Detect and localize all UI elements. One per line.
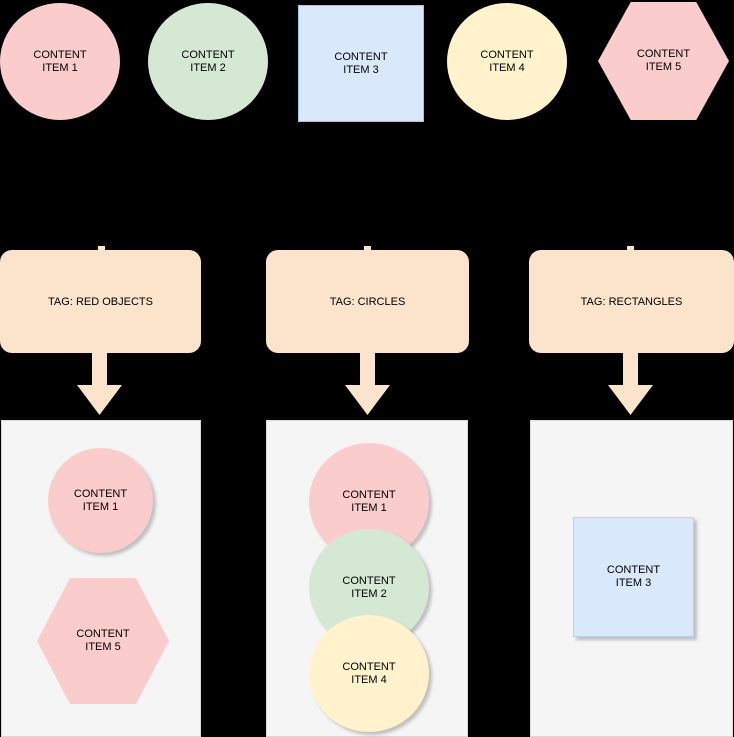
result-item-2-3-label: CONTENT ITEM 4 (342, 660, 396, 686)
result-item-3-1[interactable]: CONTENT ITEM 3 (573, 517, 694, 637)
tag-rectangles-label: TAG: RECTANGLES (580, 295, 683, 308)
arrow-down-circles (345, 353, 390, 415)
result-item-2-3[interactable]: CONTENT ITEM 4 (309, 615, 429, 732)
tag-notch-1 (98, 246, 105, 251)
result-item-3-1-label: CONTENT ITEM 3 (606, 564, 661, 589)
tag-circles[interactable]: TAG: CIRCLES (266, 250, 469, 353)
source-item-2-label: CONTENT ITEM 2 (181, 48, 235, 74)
tag-red-objects-label: TAG: RED OBJECTS (48, 295, 153, 308)
arrow-down-rectangles (608, 353, 653, 415)
result-item-1-2[interactable]: CONTENT ITEM 5 (37, 578, 169, 704)
tag-notch-3 (627, 246, 634, 251)
result-item-1-2-label: CONTENT ITEM 5 (76, 628, 130, 653)
result-panel-rectangles: CONTENT ITEM 3 (530, 420, 733, 737)
result-item-2-1-label: CONTENT ITEM 1 (342, 488, 396, 514)
tag-rectangles[interactable]: TAG: RECTANGLES (529, 250, 734, 353)
arrow-down-red-objects (77, 353, 122, 415)
source-item-5[interactable]: CONTENT ITEM 5 (598, 2, 729, 120)
source-item-1-label: CONTENT ITEM 1 (33, 48, 87, 74)
result-item-2-2-label: CONTENT ITEM 2 (342, 574, 396, 600)
source-item-3-label: CONTENT ITEM 3 (334, 50, 388, 76)
result-panel-red-objects: CONTENT ITEM 1 CONTENT ITEM 5 (1, 420, 201, 737)
source-item-5-label: CONTENT ITEM 5 (636, 48, 691, 73)
source-item-3[interactable]: CONTENT ITEM 3 (298, 5, 424, 122)
source-item-2[interactable]: CONTENT ITEM 2 (148, 3, 268, 120)
source-item-4-label: CONTENT ITEM 4 (480, 48, 534, 74)
result-panel-circles: CONTENT ITEM 1 CONTENT ITEM 2 CONTENT IT… (266, 420, 468, 737)
source-item-1[interactable]: CONTENT ITEM 1 (0, 3, 120, 120)
result-item-1-1[interactable]: CONTENT ITEM 1 (48, 448, 153, 553)
result-item-1-1-label: CONTENT ITEM 1 (73, 487, 128, 513)
tag-red-objects[interactable]: TAG: RED OBJECTS (0, 250, 201, 353)
source-item-4[interactable]: CONTENT ITEM 4 (447, 3, 567, 120)
tag-notch-2 (364, 246, 371, 251)
tag-circles-label: TAG: CIRCLES (329, 295, 406, 308)
